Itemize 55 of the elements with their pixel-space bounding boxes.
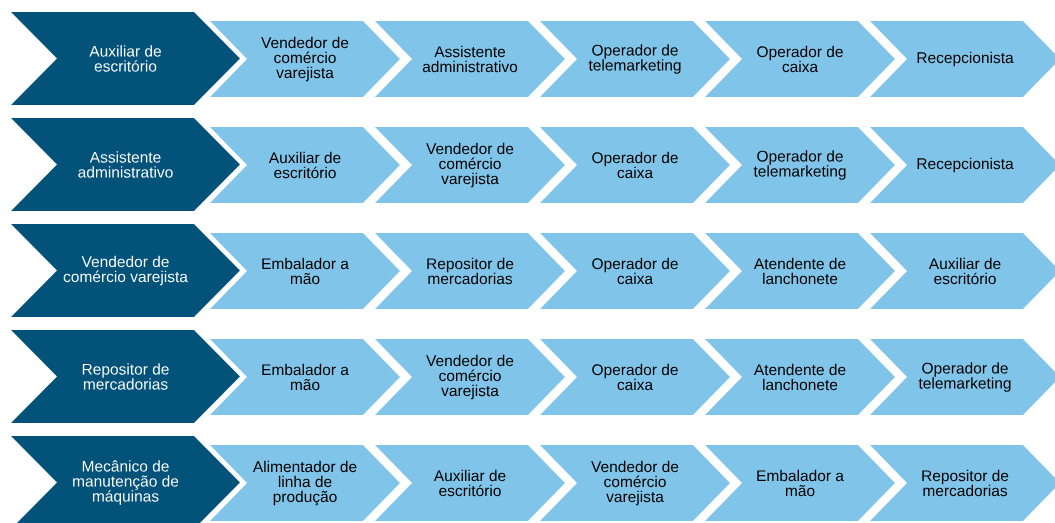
occupation-box: Operador de caixa — [705, 21, 895, 97]
occupation-box: Repositor de mercadorias — [870, 445, 1055, 521]
node-label: Vendedor de comércio varejista — [426, 142, 514, 188]
node-label: Auxiliar de escritório — [928, 257, 1001, 285]
node-label: Alimentador de linha de produção — [252, 460, 357, 506]
node-label: Vendedor de comércio varejista — [261, 36, 349, 82]
occupation-box: Vendedor de comércio varejista — [210, 21, 400, 97]
occupation-box: Recepcionista — [870, 21, 1055, 97]
node-label: Operador de caixa — [592, 363, 678, 391]
occupation-box: Atendente de lanchonete — [705, 339, 895, 415]
node-label: Operador de telemarketing — [918, 362, 1011, 392]
occupation-box: Vendedor de comércio varejista — [540, 445, 730, 521]
occupation-box: Embalador a mão — [210, 233, 400, 309]
occupation-box: Repositor de mercadorias — [11, 330, 240, 423]
node-label: Embalador a mão — [262, 257, 349, 285]
node-label: Atendente de lanchonete — [753, 363, 846, 391]
occupation-box: Vendedor de comércio varejista — [375, 339, 565, 415]
occupation-box: Embalador a mão — [705, 445, 895, 521]
node-label: Embalador a mão — [262, 363, 349, 391]
node-label: Vendedor de comércio varejista — [426, 354, 514, 400]
node-label: Vendedor de comércio varejista — [591, 460, 679, 506]
occupation-box: Assistente administrativo — [11, 118, 240, 211]
node-label: Operador de telemarketing — [588, 44, 681, 74]
node-label: Recepcionista — [917, 51, 1014, 67]
occupation-box: Operador de caixa — [540, 127, 730, 203]
node-label: Assistente administrativo — [422, 45, 518, 73]
node-label: Repositor de mercadorias — [427, 257, 514, 285]
node-label: Atendente de lanchonete — [753, 257, 846, 285]
node-label: Operador de telemarketing — [753, 150, 846, 180]
occupation-box: Operador de caixa — [540, 339, 730, 415]
occupation-box: Auxiliar de escritório — [210, 127, 400, 203]
occupation-box: Operador de telemarketing — [870, 339, 1055, 415]
occupation-box: Auxiliar de escritório — [870, 233, 1055, 309]
node-label: Auxiliar de escritório — [268, 151, 341, 179]
node-label: Operador de caixa — [592, 257, 678, 285]
node-label: Auxiliar de escritório — [433, 469, 506, 497]
occupation-box: Mecânico de manutenção de máquinas — [11, 436, 240, 523]
occupation-box: Embalador a mão — [210, 339, 400, 415]
occupation-box: Auxiliar de escritório — [11, 12, 240, 105]
node-label: Operador de caixa — [757, 45, 843, 73]
occupation-box: Vendedor de comércio varejista — [11, 224, 240, 317]
occupation-box: Operador de caixa — [540, 233, 730, 309]
occupation-box: Recepcionista — [870, 127, 1055, 203]
node-label: Operador de caixa — [592, 151, 678, 179]
occupation-box: Auxiliar de escritório — [375, 445, 565, 521]
occupation-box: Assistente administrativo — [375, 21, 565, 97]
node-label: Embalador a mão — [757, 469, 844, 497]
occupation-box: Vendedor de comércio varejista — [375, 127, 565, 203]
occupation-box: Alimentador de linha de produção — [210, 445, 400, 521]
occupation-box: Operador de telemarketing — [705, 127, 895, 203]
node-label: Recepcionista — [917, 157, 1014, 173]
occupation-box: Repositor de mercadorias — [375, 233, 565, 309]
occupation-box: Operador de telemarketing — [540, 21, 730, 97]
occupation-box: Atendente de lanchonete — [705, 233, 895, 309]
node-label: Repositor de mercadorias — [922, 469, 1009, 497]
